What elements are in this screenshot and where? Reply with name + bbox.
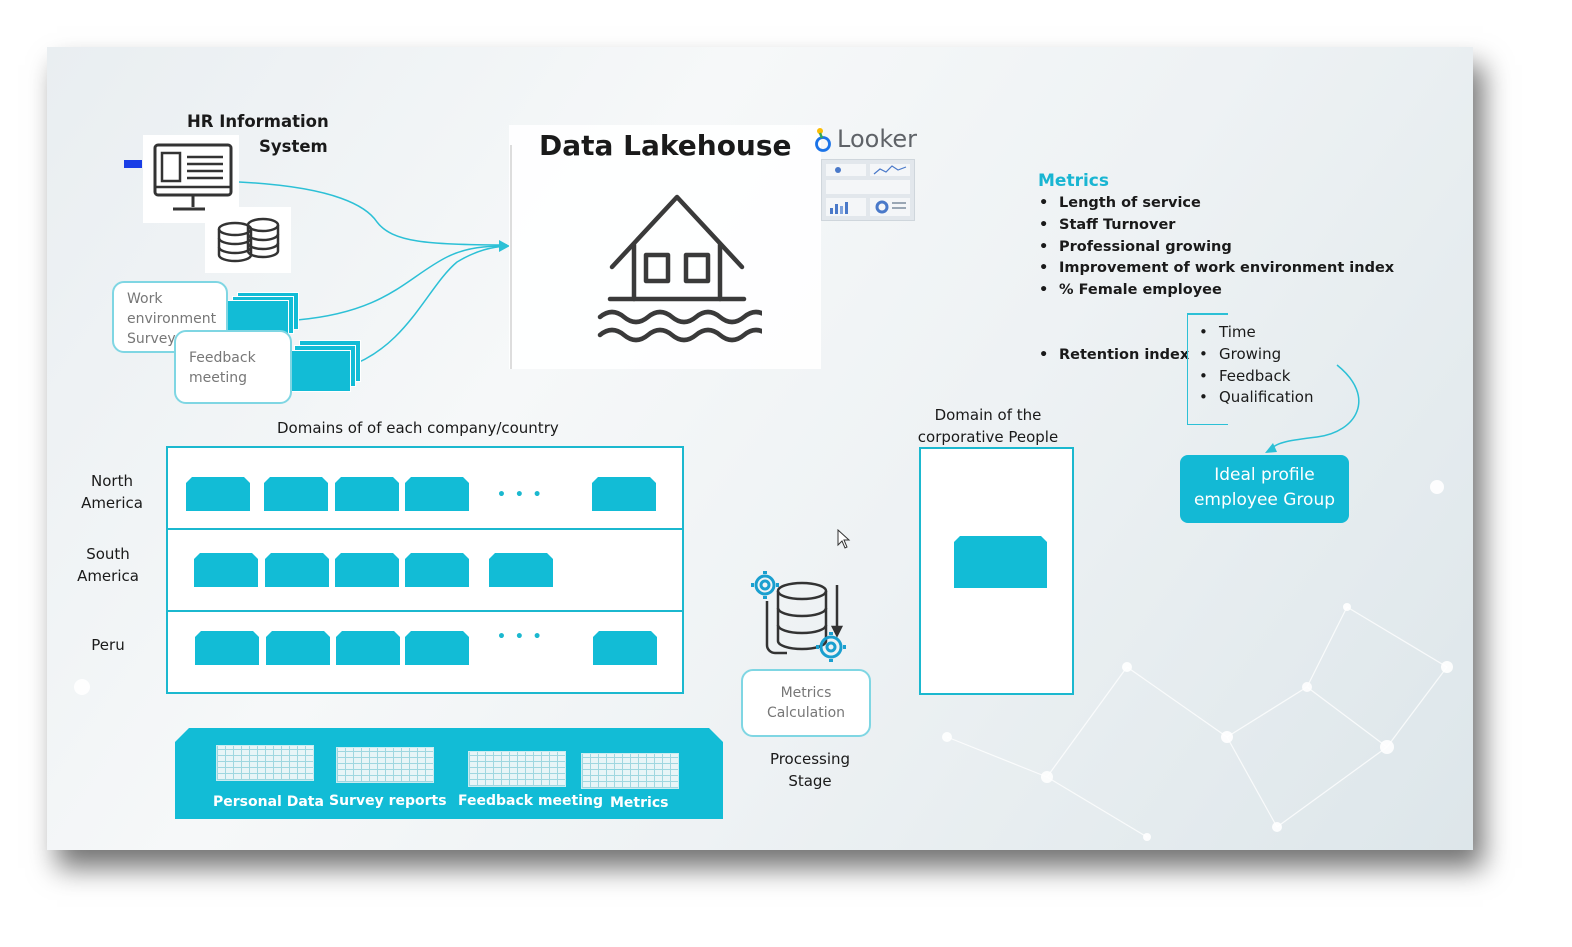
metric-item: % Female employee — [1039, 282, 1222, 298]
feedback-label-line2: meeting — [189, 370, 248, 386]
domain-tile — [593, 631, 657, 665]
retention-bracket — [1187, 313, 1228, 425]
storage-block-icon — [336, 747, 434, 783]
lakehouse-title: Data Lakehouse — [539, 129, 792, 162]
corporate-domain-tile — [954, 536, 1047, 588]
domain-tile — [405, 631, 469, 665]
domain-tile — [265, 553, 329, 587]
storage-block-icon — [468, 751, 566, 787]
ellipsis: • • • — [497, 487, 544, 503]
lakehouse-icon — [592, 187, 771, 347]
metric-item: Improvement of work environment index — [1039, 260, 1394, 276]
processing-stage-label: Processing Stage — [769, 750, 851, 790]
region-label-peru: Peru — [91, 636, 125, 654]
retention-item: Time — [1199, 323, 1256, 341]
metric-item: Professional growing — [1039, 239, 1232, 255]
feedback-label-line1: Feedback — [189, 350, 256, 366]
ideal-profile-employee-group-button[interactable]: Ideal profile employee Group — [1180, 455, 1349, 523]
mouse-cursor-icon — [837, 528, 851, 549]
domains-heading: Domains of of each company/country — [277, 419, 559, 437]
domain-tile — [336, 631, 400, 665]
metrics-calculation-line2: Calculation — [766, 705, 846, 721]
survey-label-line3: Surveys — [127, 331, 183, 347]
domain-tile — [405, 477, 469, 511]
slide: HR Information System — [47, 47, 1473, 850]
domain-tile — [489, 553, 553, 587]
metrics-calculation-card: Metrics Calculation — [741, 669, 871, 737]
storage-label: Personal Data — [213, 794, 324, 810]
survey-label-line1: Work — [127, 291, 163, 307]
metric-item: Staff Turnover — [1039, 217, 1176, 233]
looker-logo-icon — [814, 126, 832, 154]
hr-system-title-line2: System — [259, 137, 328, 156]
storage-block-icon — [216, 745, 314, 781]
domain-tile — [335, 477, 399, 511]
feedback-meeting-card: Feedback meeting — [174, 330, 292, 404]
domain-tile — [194, 553, 258, 587]
region-label-north-america: North America — [81, 472, 143, 512]
retention-item: Qualification — [1199, 388, 1314, 406]
metrics-calculation-line1: Metrics — [780, 685, 832, 701]
survey-docs-icon — [227, 292, 299, 336]
domain-tile — [405, 553, 469, 587]
lakehouse-divider — [510, 145, 512, 369]
lakehouse-panel — [509, 125, 821, 369]
storage-label: Metrics — [610, 795, 669, 811]
survey-label-line2: environment — [127, 311, 217, 327]
work-environment-surveys-card: Work environment Surveys — [112, 281, 228, 353]
domain-tile — [186, 477, 250, 511]
domain-tile — [264, 477, 328, 511]
blue-marker — [124, 160, 142, 168]
ideal-profile-line2: employee Group — [1193, 490, 1336, 510]
looker-dashboard-thumbnail — [821, 159, 915, 221]
storage-label: Survey reports — [329, 793, 447, 809]
looker-label: Looker — [837, 125, 917, 153]
source-connectors — [238, 181, 510, 368]
retention-item: Growing — [1199, 345, 1281, 363]
metrics-heading: Metrics — [1038, 171, 1109, 191]
metric-item: Length of service — [1039, 195, 1201, 211]
domain-tile — [592, 477, 656, 511]
ideal-profile-line1: Ideal profile — [1214, 465, 1315, 485]
hr-system-title-line1: HR Information — [187, 112, 329, 131]
storage-block-icon — [581, 753, 679, 789]
storage-label: Feedback meeting — [458, 793, 604, 809]
feedback-docs-icon — [289, 340, 361, 392]
domain-tile — [335, 553, 399, 587]
retention-index-label: Retention index — [1039, 347, 1189, 363]
domain-tile — [195, 631, 259, 665]
background-network — [74, 480, 1453, 841]
ellipsis: • • • — [497, 629, 544, 645]
database-gears-icon — [747, 565, 857, 665]
database-icon — [205, 207, 291, 273]
domain-tile — [266, 631, 330, 665]
retention-item: Feedback — [1199, 367, 1291, 385]
retention-arrow — [1265, 364, 1360, 453]
region-label-south-america: South America — [77, 545, 139, 585]
